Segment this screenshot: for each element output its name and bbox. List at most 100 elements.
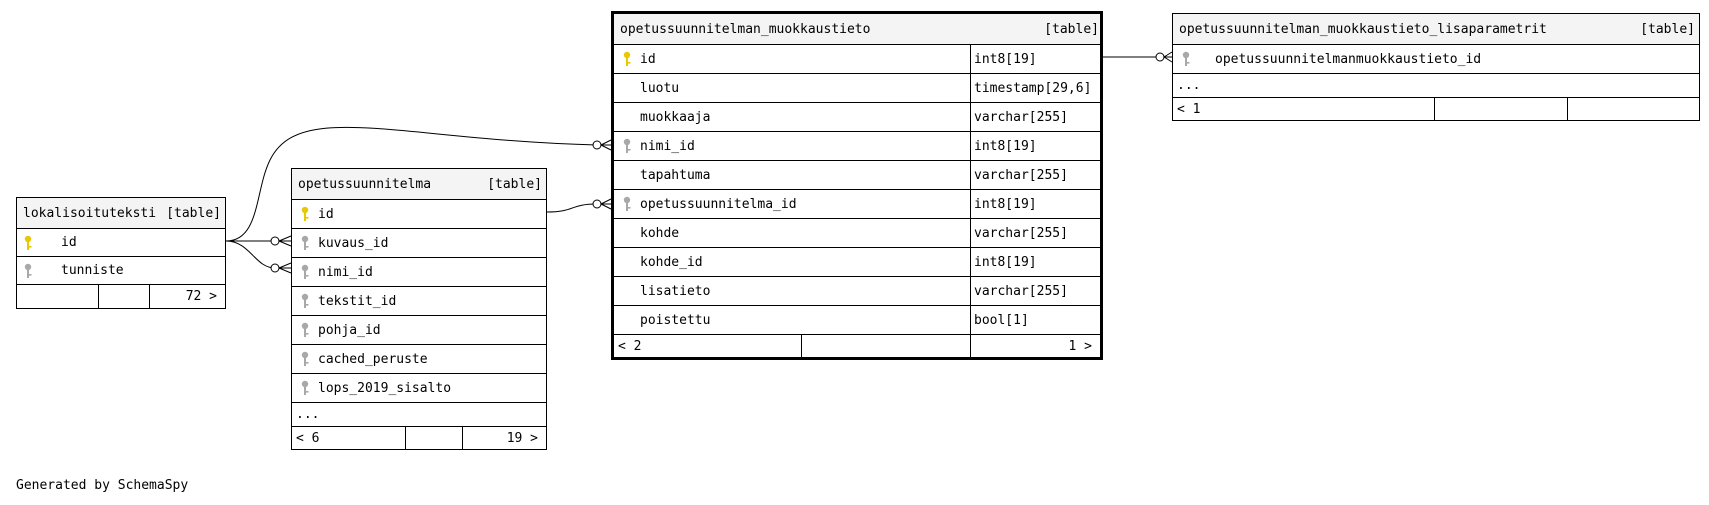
column-row[interactable]: cached_peruste bbox=[292, 344, 546, 373]
column-row[interactable]: pohja_id bbox=[292, 315, 546, 344]
foreign-key-icon bbox=[622, 132, 632, 160]
crowfoot-marker-1 bbox=[592, 139, 612, 151]
table-header: opetussuunnitelman_muokkaustieto_lisapar… bbox=[1173, 14, 1699, 44]
table-tag: [table] bbox=[487, 176, 542, 192]
table-tag: [table] bbox=[1044, 21, 1099, 37]
crowfoot-marker-5 bbox=[1155, 51, 1173, 63]
table-name: lokalisoituteksti bbox=[23, 205, 157, 221]
column-row[interactable]: opetussuunnitelmanmuokkaustieto_id bbox=[1173, 44, 1699, 73]
foreign-key-icon bbox=[300, 258, 310, 286]
table-footer: < 1 bbox=[1173, 97, 1699, 120]
column-name: tunniste bbox=[61, 263, 124, 278]
rel-line-opetussuunnitelma-muokkaustieto bbox=[546, 203, 598, 213]
column-name: muokkaaja bbox=[640, 109, 711, 125]
column-row[interactable]: kuvaus_id bbox=[292, 228, 546, 257]
column-name: lisatieto bbox=[640, 283, 711, 299]
column-row[interactable]: nimi_id int8[19] bbox=[614, 131, 1100, 160]
crowfoot-marker-2 bbox=[270, 235, 292, 247]
crowfoot-marker-3 bbox=[270, 262, 292, 274]
parents-count[interactable]: < 1 bbox=[1177, 101, 1201, 117]
column-row[interactable]: luotu timestamp[29,6] bbox=[614, 73, 1100, 102]
foreign-key-icon bbox=[300, 229, 310, 257]
column-type: varchar[255] bbox=[974, 109, 1068, 125]
column-row[interactable]: opetussuunnitelma_id int8[19] bbox=[614, 189, 1100, 218]
column-name: lops_2019_sisalto bbox=[318, 380, 452, 396]
foreign-key-icon bbox=[300, 374, 310, 402]
foreign-key-icon bbox=[300, 287, 310, 315]
column-name: id bbox=[318, 206, 334, 222]
parents-count[interactable]: < 6 bbox=[296, 430, 320, 446]
more-columns: ... bbox=[292, 402, 546, 426]
column-name: cached_peruste bbox=[318, 351, 428, 367]
primary-key-icon bbox=[300, 200, 310, 228]
column-name: kohde bbox=[640, 225, 680, 241]
column-type: varchar[255] bbox=[974, 167, 1068, 183]
primary-key-icon bbox=[622, 45, 632, 73]
ellipsis: ... bbox=[296, 407, 320, 422]
foreign-key-icon bbox=[622, 190, 632, 218]
column-name: poistettu bbox=[640, 312, 711, 328]
more-columns: ... bbox=[1173, 73, 1699, 97]
column-name: nimi_id bbox=[640, 138, 695, 154]
table-opetussuunnitelma[interactable]: opetussuunnitelma [table] id kuvaus_id n… bbox=[291, 168, 547, 450]
column-row[interactable]: muokkaaja varchar[255] bbox=[614, 102, 1100, 131]
table-opetussuunnitelman-muokkaustieto-lisaparametrit[interactable]: opetussuunnitelman_muokkaustieto_lisapar… bbox=[1172, 13, 1700, 121]
column-name: kohde_id bbox=[640, 254, 703, 270]
table-name: opetussuunnitelman_muokkaustieto_lisapar… bbox=[1179, 21, 1547, 37]
crowfoot-marker-4 bbox=[592, 198, 612, 210]
rel-line-lokalisoituteksti-muokkaustieto-nimi bbox=[225, 126, 598, 242]
foreign-key-icon bbox=[300, 345, 310, 373]
table-lokalisoituteksti[interactable]: lokalisoituteksti [table] id tunniste 72… bbox=[16, 197, 226, 309]
primary-key-icon bbox=[23, 229, 33, 256]
foreign-key-icon bbox=[23, 257, 33, 284]
table-name: opetussuunnitelman_muokkaustieto bbox=[620, 21, 871, 37]
column-type: int8[19] bbox=[974, 51, 1037, 67]
column-row[interactable]: id bbox=[17, 228, 225, 256]
ellipsis: ... bbox=[1177, 78, 1201, 93]
column-name: nimi_id bbox=[318, 264, 373, 280]
table-header: opetussuunnitelman_muokkaustieto [table] bbox=[614, 14, 1100, 44]
column-name: id bbox=[640, 51, 656, 67]
table-opetussuunnitelman-muokkaustieto[interactable]: opetussuunnitelman_muokkaustieto [table]… bbox=[611, 11, 1103, 360]
table-name: opetussuunnitelma bbox=[298, 176, 432, 192]
column-row[interactable]: id int8[19] bbox=[614, 44, 1100, 73]
table-tag: [table] bbox=[166, 205, 221, 221]
column-type: timestamp[29,6] bbox=[974, 80, 1092, 96]
foreign-key-icon bbox=[1181, 45, 1191, 73]
column-name: luotu bbox=[640, 80, 680, 96]
children-count[interactable]: 1 > bbox=[1068, 338, 1092, 354]
column-row[interactable]: tunniste bbox=[17, 256, 225, 284]
column-row[interactable]: kohde varchar[255] bbox=[614, 218, 1100, 247]
column-type: varchar[255] bbox=[974, 225, 1068, 241]
rel-line-lokalisoituteksti-nimi bbox=[225, 240, 276, 269]
column-name: opetussuunnitelma_id bbox=[640, 196, 797, 212]
table-footer: 72 > bbox=[17, 284, 225, 308]
column-row[interactable]: tapahtuma varchar[255] bbox=[614, 160, 1100, 189]
column-row[interactable]: tekstit_id bbox=[292, 286, 546, 315]
column-list: id int8[19] luotu timestamp[29,6] muokkaaja v… bbox=[614, 44, 1100, 334]
children-count[interactable]: 19 > bbox=[506, 430, 538, 446]
column-type: int8[19] bbox=[974, 254, 1037, 270]
column-name: id bbox=[61, 235, 77, 250]
column-name: tapahtuma bbox=[640, 167, 711, 183]
column-name: pohja_id bbox=[318, 322, 381, 338]
column-type: int8[19] bbox=[974, 138, 1037, 154]
table-footer: < 2 1 > bbox=[614, 334, 1100, 357]
table-header: opetussuunnitelma [table] bbox=[292, 169, 546, 199]
column-name: opetussuunnitelmanmuokkaustieto_id bbox=[1215, 51, 1482, 67]
column-type: int8[19] bbox=[974, 196, 1037, 212]
column-name: tekstit_id bbox=[318, 293, 397, 309]
column-row[interactable]: kohde_id int8[19] bbox=[614, 247, 1100, 276]
table-tag: [table] bbox=[1640, 21, 1695, 37]
table-header: lokalisoituteksti [table] bbox=[17, 198, 225, 228]
column-name: kuvaus_id bbox=[318, 235, 389, 251]
foreign-key-icon bbox=[300, 316, 310, 344]
children-count[interactable]: 72 > bbox=[185, 289, 217, 304]
column-row[interactable]: lops_2019_sisalto bbox=[292, 373, 546, 402]
column-row[interactable]: nimi_id bbox=[292, 257, 546, 286]
column-row[interactable]: id bbox=[292, 199, 546, 228]
parents-count[interactable]: < 2 bbox=[618, 338, 642, 354]
